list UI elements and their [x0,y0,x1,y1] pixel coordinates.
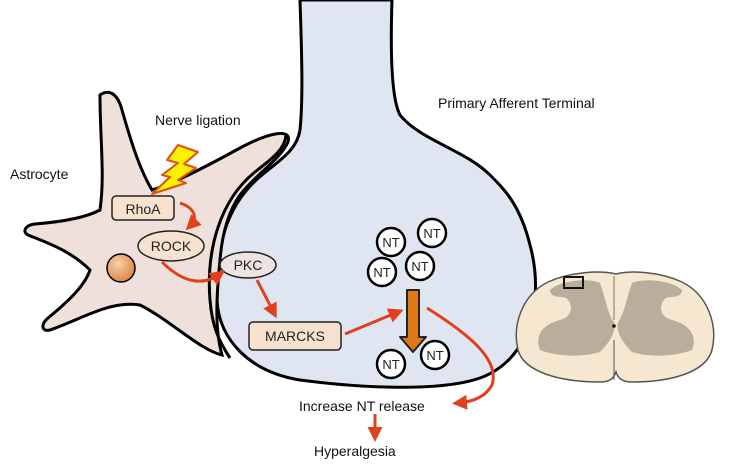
nt-vesicle: NT [375,226,407,258]
astrocyte-label: Astrocyte [10,166,69,182]
hyperalgesia-label: Hyperalgesia [314,443,396,459]
rhoa-label: RhoA [125,201,161,217]
increase-nt-release-label: Increase NT release [299,398,425,414]
svg-text:NT: NT [382,357,399,372]
rhoa-node: RhoA [111,195,175,221]
arrow-marcks-to-release [344,308,404,336]
svg-text:NT: NT [411,259,428,274]
arrow-release-to-text [426,306,495,410]
svg-text:NT: NT [373,265,390,280]
svg-text:NT: NT [382,235,399,250]
dorsal-horn-highlight [563,276,584,289]
nt-vesicle: NT [366,256,398,288]
rock-node: ROCK [137,230,205,262]
spinal-cord-section [515,271,715,383]
svg-text:NT: NT [426,348,443,363]
astrocyte-cell [23,90,290,358]
nt-vesicle: NT [419,339,451,371]
arrow-rhoa-to-rock [179,201,202,231]
synaptic-cleft-line [207,134,288,359]
nt-vesicle: NT [416,217,448,249]
arrow-rock-to-pkc [160,260,225,286]
nt-vesicle: NT [375,348,407,380]
arrow-pkc-to-marcks [255,279,277,319]
rock-label: ROCK [151,238,192,254]
lightning-bolt-icon [151,144,199,195]
primary-afferent-terminal-label: Primary Afferent Terminal [438,95,595,111]
pkc-node: PKC [219,251,277,279]
pkc-label: PKC [234,257,263,273]
marcks-node: MARCKS [248,321,342,351]
nerve-ligation-label: Nerve ligation [155,112,241,128]
svg-text:NT: NT [423,226,440,241]
astrocyte-nucleus [106,253,136,283]
primary-afferent-terminal [215,0,537,389]
marcks-label: MARCKS [265,328,325,344]
nt-vesicle: NT [404,250,436,282]
nt-release-arrow [399,289,427,353]
